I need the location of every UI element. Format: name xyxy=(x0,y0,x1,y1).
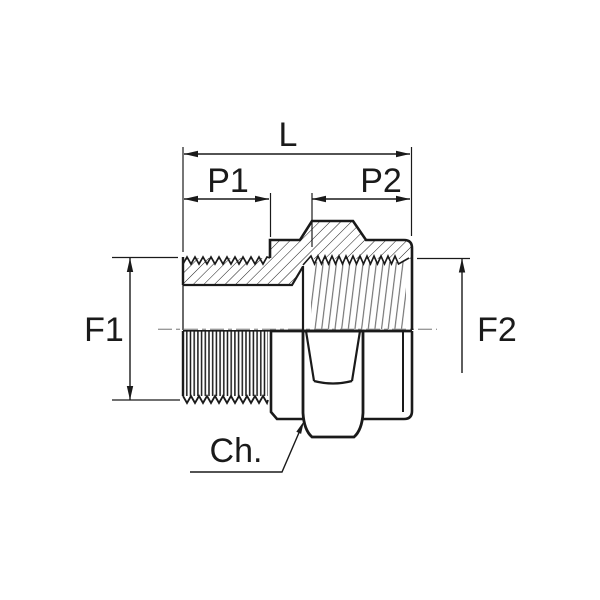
female-thread-bore xyxy=(311,262,406,329)
inner-bore-lines xyxy=(183,265,305,330)
male-thread-view xyxy=(184,331,268,396)
label-overall-length: L xyxy=(279,116,298,154)
arrow-up-icon xyxy=(126,258,134,272)
dimension-F1: F1 xyxy=(84,256,180,401)
label-right-port-length: P2 xyxy=(360,162,402,200)
label-right-diameter: F2 xyxy=(477,311,517,349)
arrow-right-icon xyxy=(396,150,410,158)
dimension-P1: P1 xyxy=(184,162,272,237)
mid-cylinder xyxy=(269,331,303,421)
hex-chamfer-edges xyxy=(304,330,362,385)
dimension-F2: F2 xyxy=(417,257,517,373)
chamfer-callout: Ch. xyxy=(190,421,304,473)
female-thread-zigzag xyxy=(302,254,410,266)
arrow-left-icon xyxy=(184,195,198,203)
arrow-left-icon xyxy=(184,150,198,158)
leader-arrow-icon xyxy=(296,421,304,434)
arrow-right-icon xyxy=(255,195,269,203)
arrow-up-icon xyxy=(458,258,466,273)
female-cylinder-outline xyxy=(363,331,414,421)
male-thread-bottom-wave xyxy=(182,394,269,406)
label-left-diameter: F1 xyxy=(84,311,124,349)
arrow-right-icon xyxy=(396,195,410,203)
dimension-P2: P2 xyxy=(311,162,410,247)
dimension-L: L xyxy=(182,116,413,252)
hex-nut xyxy=(301,329,365,439)
hex-silhouette xyxy=(301,329,365,439)
fitting-body xyxy=(158,219,437,439)
section-hatch-area xyxy=(183,221,412,285)
male-thread-zigzag xyxy=(182,255,271,266)
outer-profile-top xyxy=(268,219,414,330)
arrow-left-icon xyxy=(312,195,326,203)
arrow-down-icon xyxy=(126,386,134,400)
label-left-port-length: P1 xyxy=(207,162,249,200)
leader-line xyxy=(190,427,302,473)
label-chamfer: Ch. xyxy=(210,432,263,470)
